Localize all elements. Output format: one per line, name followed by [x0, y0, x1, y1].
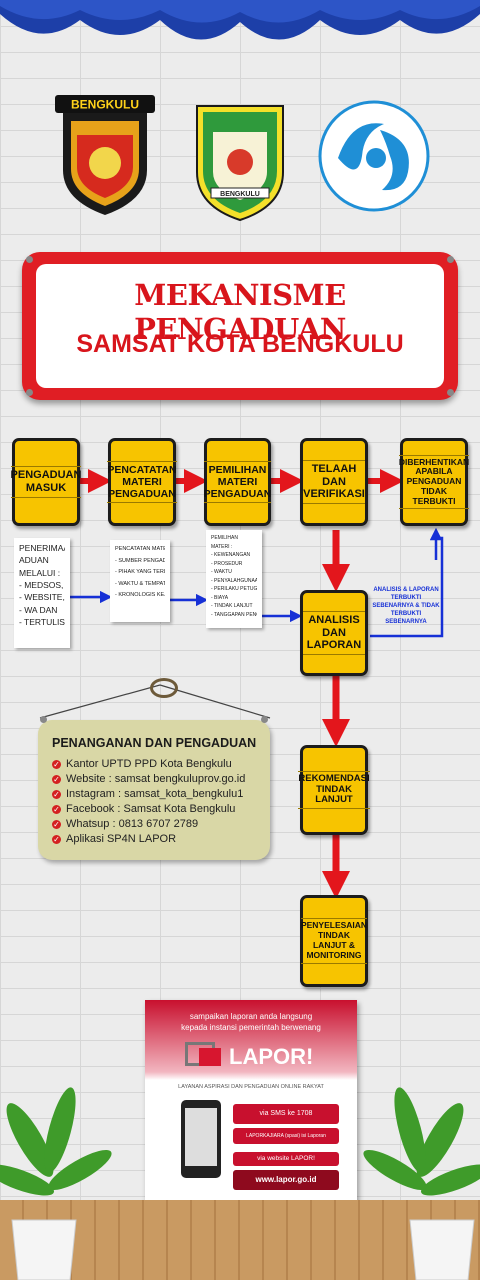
contact-note: PENANGANAN DAN PENGADUAN ✓ Kantor UPTD PP… — [38, 716, 270, 860]
paper-line: - KRONOLOGIS KEJADIAN — [115, 592, 165, 599]
page-title: MEKANISME PENGADUAN — [134, 278, 346, 346]
plants-decoration — [0, 1087, 480, 1280]
note-item: ✓ Website : samsat bengkuluprov.go.id — [52, 773, 245, 785]
note-item: ✓ Kantor UPTD PPD Kota Bengkulu — [52, 758, 232, 770]
paper-line: ADUAN — [19, 555, 49, 566]
city-banner: BENGKULU — [220, 191, 260, 198]
jasa-raharja-logo — [318, 100, 430, 217]
step-telaah: TELAAH DAN VERIFIKASI — [300, 438, 368, 526]
lapor-tagline: LAYANAN ASPIRASI DAN PENGADUAN ONLINE RA… — [178, 1084, 324, 1090]
step-label: TELAAH DAN VERIFIKASI — [303, 460, 365, 504]
step-label: PEMILIHAN MATERI PENGADUAN — [203, 460, 272, 504]
nail — [40, 716, 47, 723]
hanging-knot — [150, 678, 178, 698]
step-label: DIBERHENTIKAN APABILA PENGADUAN TIDAK TE… — [398, 454, 470, 510]
paper-line: - PIHAK YANG TERLIBAT — [115, 569, 165, 576]
check-icon: ✓ — [52, 760, 61, 769]
paper-line: - PENYALAHGUNAAN WEWENANG — [211, 577, 257, 584]
paper-line: MATERI : — [211, 543, 233, 550]
step-label: PENGADUAN MASUK — [10, 466, 82, 498]
note-title: PENANGANAN DAN PENGADUAN — [52, 736, 257, 750]
note-item: ✓ Facebook : Samsat Kota Bengkulu — [52, 803, 235, 815]
step-pencatatan: PENCATATAN MATERI PENGADUAN — [107, 438, 177, 526]
paper-line: - SUMBER PENGADUAN — [115, 557, 165, 564]
city-crest-logo: BENGKULU — [193, 102, 287, 227]
step-label: REKOMENDASI TINDAK LANJUT — [298, 770, 370, 810]
nail — [26, 256, 33, 263]
step-label: PENYELESAIAN TINDAK LANJUT & MONITORING — [300, 918, 368, 964]
lapor-brand: LAPOR! — [229, 1044, 314, 1069]
paper-line: MELALUI : — [19, 567, 61, 578]
step-pengaduan-masuk: PENGADUAN MASUK — [10, 438, 82, 526]
step-label: ANALISIS DAN LAPORAN — [303, 611, 365, 655]
paper-line: - TINDAK LANJUT — [211, 603, 253, 609]
paper-line: - PROSEDUR — [211, 560, 243, 567]
paper-line: PENERIMAAN — [19, 543, 65, 553]
nail — [261, 716, 268, 723]
paper-line: - WAKTU — [211, 569, 232, 575]
note-item-text: Aplikasi SP4N LAPOR — [66, 833, 177, 845]
paper-line: PENCATATAN MATERI : — [115, 546, 165, 552]
lapor-poster: sampaikan laporan anda langsung kepada i… — [145, 1000, 357, 1210]
step-pemilihan: PEMILIHAN MATERI PENGADUAN — [203, 438, 272, 526]
title-signboard: MEKANISME PENGADUAN SAMSAT KOTA BENGKULU — [22, 252, 458, 400]
nail — [26, 389, 33, 396]
phone-icon — [181, 1100, 221, 1178]
nail — [447, 389, 454, 396]
note-item-text: Website : samsat bengkuluprov.go.id — [66, 773, 246, 785]
step-analisis: ANALISIS DAN LAPORAN — [300, 590, 368, 676]
police-logo: BENGKULU — [55, 95, 155, 222]
paper-line: - TERTULIS — [19, 616, 65, 627]
paper-line: - WEBSITE, — [19, 592, 65, 603]
step-diberhentikan: DIBERHENTIKAN APABILA PENGADUAN TIDAK TE… — [398, 438, 470, 526]
paper-line: - WA DAN — [19, 604, 58, 615]
note-item-text: Instagram : samsat_kota_bengkulu1 — [66, 788, 244, 800]
wooden-floor — [0, 1200, 480, 1280]
paper-line: - PERILAKU PETUGAS — [211, 586, 257, 592]
paper-line: - MEDSOS, — [19, 579, 64, 590]
paper-line: - BIAYA — [211, 594, 229, 601]
poster-header — [145, 1000, 357, 1080]
check-icon: ✓ — [52, 775, 61, 784]
sms-format: LAPORKAJIARA (spasi) isi Laporan — [233, 1128, 339, 1144]
paper-line: PEMILIHAN — [211, 535, 238, 541]
sms-label: via SMS ke 1708 — [233, 1104, 339, 1124]
note-item-text: Whatsup : 0813 6707 2789 — [66, 818, 199, 830]
step-penyelesaian: PENYELESAIAN TINDAK LANJUT & MONITORING — [300, 895, 368, 987]
nail — [447, 256, 454, 263]
curtain-decoration — [0, 0, 480, 40]
lapor-logo-icon — [199, 1048, 221, 1066]
note-item: ✓ Instagram : samsat_kota_bengkulu1 — [52, 788, 243, 800]
note-item: ✓ Whatsup : 0813 6707 2789 — [52, 818, 198, 830]
check-icon: ✓ — [52, 835, 61, 844]
paper-line: - KEWENANGAN — [211, 552, 251, 558]
side-note: ANALISIS & LAPORAN TERBUKTI SEBENARNYA &… — [372, 587, 440, 626]
poster-line1: sampaikan laporan anda langsung — [189, 1012, 313, 1021]
check-icon: ✓ — [52, 790, 61, 799]
paper-line: - WAKTU & TEMPAT KEJADIAN — [115, 580, 165, 587]
web-label: via website LAPOR! — [233, 1152, 339, 1166]
web-url: www.lapor.go.id — [233, 1170, 339, 1190]
check-icon: ✓ — [52, 805, 61, 814]
note-item-text: Facebook : Samsat Kota Bengkulu — [66, 803, 236, 815]
poster-line2: kepada instansi pemerintah berwenang — [181, 1023, 321, 1032]
step-label: PENCATATAN MATERI PENGADUAN — [107, 460, 177, 504]
step-rekomendasi: REKOMENDASI TINDAK LANJUT — [298, 745, 370, 835]
paper-pencatatan: PENCATATAN MATERI : - SUMBER PENGADUAN - P… — [110, 540, 170, 622]
page-subtitle: SAMSAT KOTA BENGKULU — [76, 330, 404, 358]
paper-pemilihan: PEMILIHAN MATERI : - KEWENANGAN - PROSEDUR -… — [206, 530, 262, 628]
note-item-text: Kantor UPTD PPD Kota Bengkulu — [66, 758, 232, 770]
note-item: ✓ Aplikasi SP4N LAPOR — [52, 833, 176, 845]
paper-line: - TANGGAPAN PENGADUAN — [211, 611, 257, 618]
police-label: BENGKULU — [71, 98, 139, 112]
check-icon: ✓ — [52, 820, 61, 829]
